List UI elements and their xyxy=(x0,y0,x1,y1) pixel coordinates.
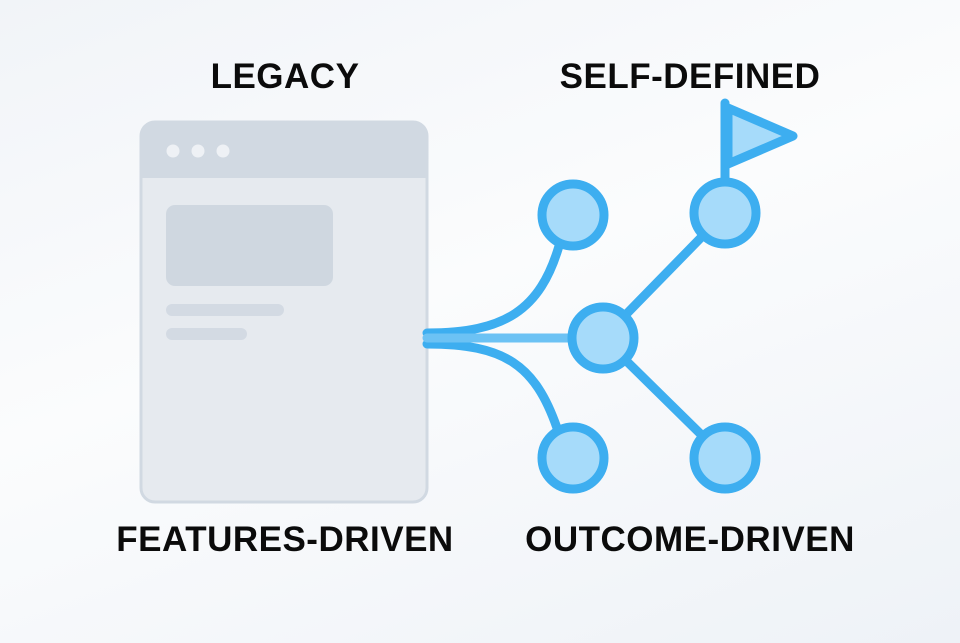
window-dot xyxy=(216,144,230,158)
node-icon xyxy=(689,177,761,249)
node-icon xyxy=(537,179,609,251)
browser-window-icon xyxy=(139,120,429,504)
branch-bottom xyxy=(422,339,562,433)
text-line-placeholder xyxy=(166,328,247,340)
window-dot xyxy=(191,144,205,158)
node-icon xyxy=(689,422,761,494)
text-line-placeholder xyxy=(166,304,284,316)
connections xyxy=(422,98,730,463)
image-placeholder xyxy=(166,205,333,286)
self-defined-label: SELF-DEFINED xyxy=(559,57,821,96)
node-icon xyxy=(537,422,609,494)
window-title-bar xyxy=(141,122,427,178)
outcome-driven-label: OUTCOME-DRIVEN xyxy=(525,520,855,559)
legacy-label: LEGACY xyxy=(210,57,360,96)
window-dot xyxy=(166,144,180,158)
branch-top xyxy=(422,241,564,338)
features-driven-label: FEATURES-DRIVEN xyxy=(116,520,454,559)
flag-icon xyxy=(723,103,798,169)
node-icon xyxy=(567,302,639,374)
